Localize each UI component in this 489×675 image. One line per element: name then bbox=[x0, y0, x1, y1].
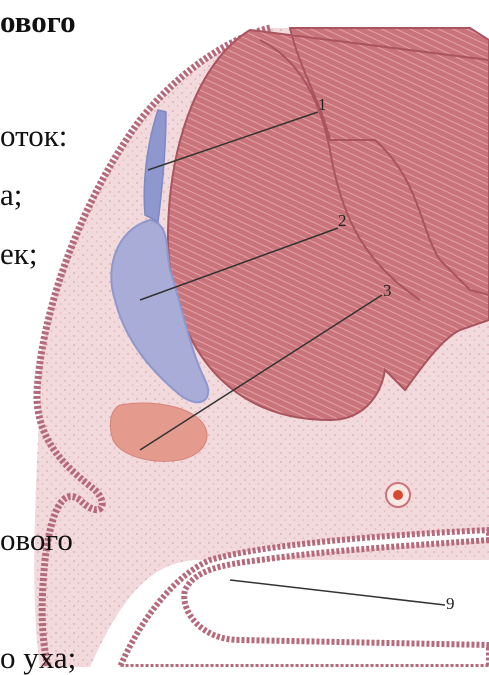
side-text-fragment-4: ек; bbox=[0, 238, 37, 269]
side-text-fragment-3: а; bbox=[0, 179, 22, 210]
side-text-fragment-6: о уха; bbox=[0, 642, 76, 673]
callout-label-9: 9 bbox=[446, 594, 455, 613]
notochord-core bbox=[393, 490, 403, 500]
side-text-fragment-1: ового bbox=[0, 6, 76, 37]
callout-line-9 bbox=[230, 580, 445, 605]
side-text-fragment-2: оток: bbox=[0, 120, 67, 151]
callout-label-2: 2 bbox=[338, 211, 347, 230]
side-text-fragment-5: ового bbox=[0, 524, 73, 555]
callout-label-1: 1 bbox=[318, 95, 327, 114]
callout-label-3: 3 bbox=[383, 281, 392, 300]
